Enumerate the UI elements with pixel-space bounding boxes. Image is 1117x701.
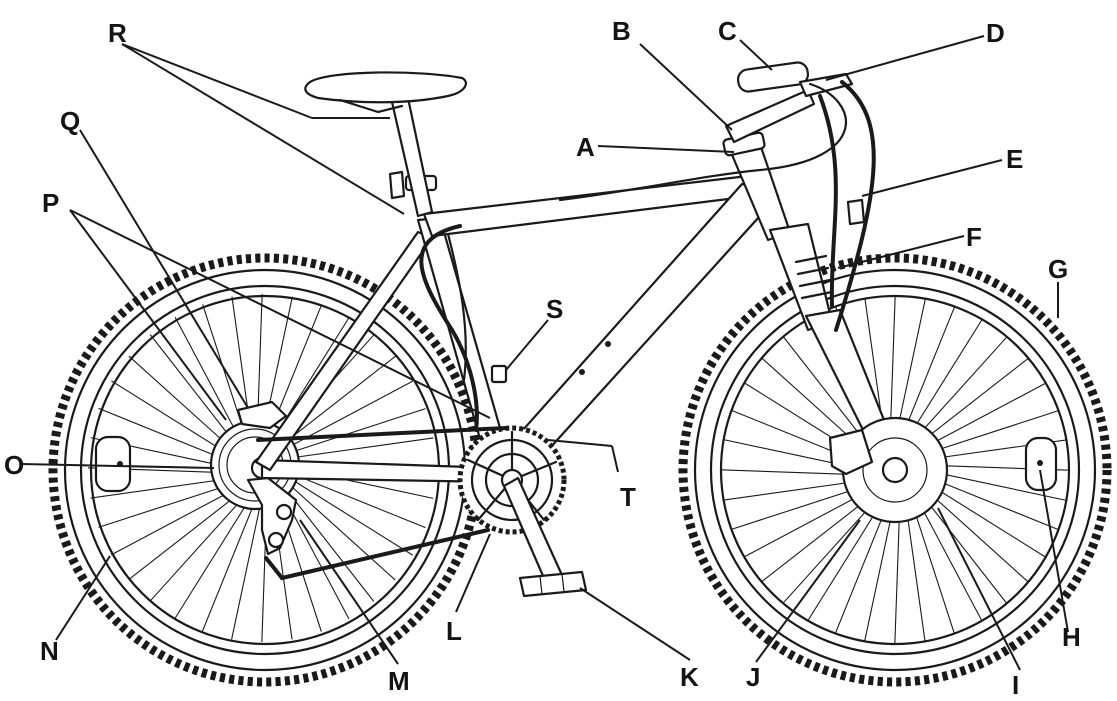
- rear-spoke: [276, 473, 396, 581]
- leader-R-1: [121, 43, 313, 119]
- front-end: [558, 61, 949, 524]
- front-reflector-dot: [1037, 460, 1043, 466]
- seat-post: [390, 96, 434, 218]
- leader-R-2: [121, 43, 405, 215]
- leader-D: [825, 35, 985, 81]
- rear-derailleur: [246, 476, 298, 556]
- frame: [254, 71, 792, 484]
- label-E: E: [1006, 144, 1023, 174]
- leader-T-1: [547, 439, 613, 447]
- label-A: A: [576, 132, 595, 162]
- saddle-rail: [338, 98, 404, 114]
- chain-top: [256, 426, 508, 442]
- leader-A: [597, 145, 735, 153]
- leader-L: [455, 533, 491, 613]
- label-S: S: [546, 294, 563, 324]
- label-H: H: [1062, 622, 1081, 652]
- stem: [724, 88, 816, 144]
- rear-reflector: [94, 435, 132, 493]
- down-tube: [496, 182, 780, 472]
- crankset: [256, 425, 588, 598]
- label-N: N: [40, 636, 59, 666]
- chain-bottom: [280, 528, 490, 580]
- front-brake-caliper: [828, 428, 874, 476]
- leader-P-2: [69, 209, 491, 419]
- front-tire: [693, 268, 1097, 672]
- leader-K: [579, 587, 691, 661]
- label-B: B: [612, 16, 631, 46]
- derailleur-pulley-upper: [275, 503, 293, 521]
- label-P: P: [42, 188, 59, 218]
- bottle-boss-1: [579, 369, 585, 375]
- front-rim-outer: [709, 284, 1081, 656]
- label-D: D: [986, 18, 1005, 48]
- leader-Q: [79, 129, 249, 409]
- leader-M: [299, 519, 399, 665]
- leader-H: [1039, 469, 1069, 633]
- fork-boot: [794, 254, 834, 300]
- saddle: [304, 71, 467, 104]
- leader-O: [21, 463, 215, 469]
- rear-spoke: [274, 408, 426, 459]
- brake-lever: [798, 72, 854, 98]
- handlebar-grip: [737, 61, 809, 93]
- bottle-boss-2: [605, 341, 611, 347]
- pedal-detail: [539, 573, 565, 595]
- leader-P-1: [69, 209, 227, 421]
- label-R: R: [108, 18, 127, 48]
- rear-spoke: [277, 470, 413, 556]
- derailleur-pulley-lower: [267, 531, 285, 549]
- label-I: I: [1012, 670, 1019, 700]
- pedal: [518, 570, 588, 598]
- leader-N: [55, 555, 111, 641]
- label-O: O: [4, 450, 24, 480]
- part-labels: A B C D E F G H I J K L M N O P Q R S T: [4, 16, 1081, 700]
- leader-J: [755, 519, 861, 663]
- rear-spoke: [275, 437, 434, 461]
- rear-spoke: [272, 380, 414, 457]
- cable-guide: [490, 364, 508, 384]
- brake-cable-2: [818, 94, 838, 308]
- front-hub: [881, 456, 909, 484]
- leader-T-2: [611, 445, 619, 473]
- chain-return: [264, 556, 284, 580]
- label-F: F: [966, 222, 982, 252]
- rear-brake-cable: [419, 224, 479, 432]
- label-J: J: [746, 662, 760, 692]
- label-K: K: [680, 662, 699, 692]
- label-L: L: [446, 616, 462, 646]
- leader-B: [639, 43, 733, 131]
- front-reflector-bracket: [846, 198, 866, 226]
- leader-I: [937, 507, 1021, 671]
- label-Q: Q: [60, 106, 80, 136]
- rear-brake-caliper: [236, 400, 288, 430]
- seat-stay-brake-boss: [388, 170, 406, 200]
- leader-C: [739, 39, 773, 71]
- leader-S: [505, 319, 549, 371]
- label-M: M: [388, 666, 410, 696]
- front-tire-tread: [678, 253, 1112, 687]
- front-brake-disc-inner: [862, 437, 928, 503]
- label-G: G: [1048, 254, 1068, 284]
- rear-shift-cable: [446, 232, 467, 382]
- leader-F: [837, 235, 965, 269]
- label-T: T: [620, 482, 636, 512]
- leader-lines: [21, 35, 1069, 671]
- leader-E: [861, 159, 1003, 197]
- brake-cable-1: [834, 80, 876, 332]
- shift-cable: [558, 82, 847, 202]
- label-C: C: [718, 16, 737, 46]
